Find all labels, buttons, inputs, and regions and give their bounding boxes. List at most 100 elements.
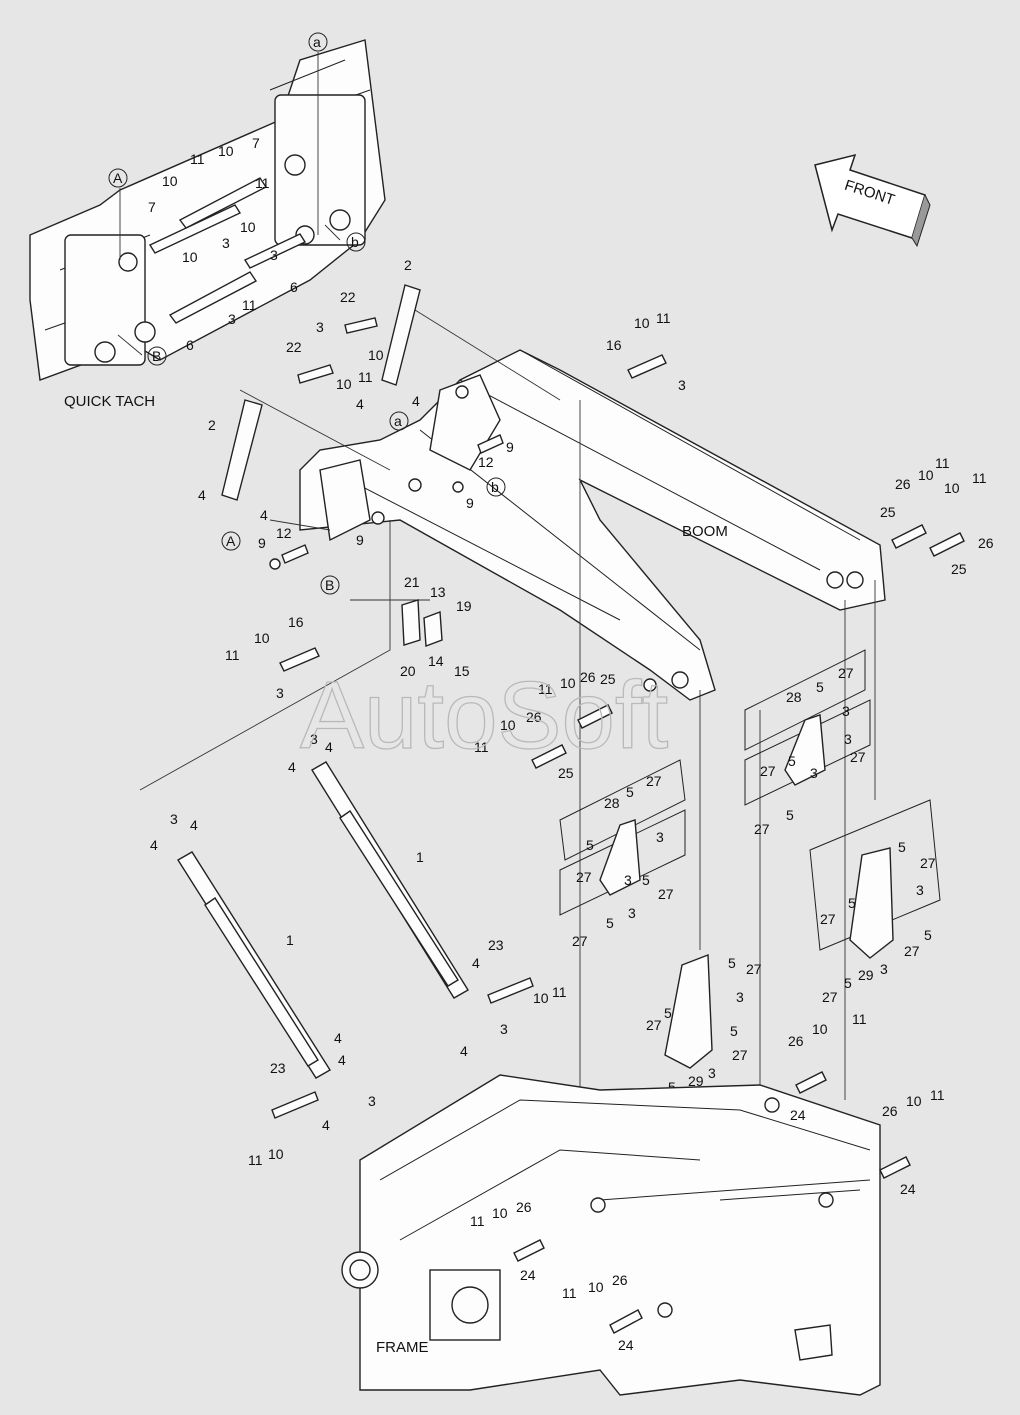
svg-text:27: 27 xyxy=(754,821,770,837)
svg-text:3: 3 xyxy=(628,905,636,921)
svg-text:3: 3 xyxy=(656,829,664,845)
svg-text:3: 3 xyxy=(916,882,924,898)
quick-tach-caption: QUICK TACH xyxy=(64,393,155,410)
svg-text:4: 4 xyxy=(150,837,158,853)
svg-text:5: 5 xyxy=(730,1023,738,1039)
svg-text:5: 5 xyxy=(898,839,906,855)
svg-text:27: 27 xyxy=(732,1047,748,1063)
svg-text:12: 12 xyxy=(478,454,494,470)
svg-text:10: 10 xyxy=(240,219,256,235)
svg-text:7: 7 xyxy=(252,135,260,151)
svg-text:21: 21 xyxy=(404,574,420,590)
svg-text:5: 5 xyxy=(786,807,794,823)
svg-text:10: 10 xyxy=(906,1093,922,1109)
lift-cylinders: 1 1 3 4 4 3 4 4 23 4 10 11 3 4 23 4 4 3 … xyxy=(150,731,567,1168)
frame-caption: FRAME xyxy=(376,1339,429,1356)
svg-text:3: 3 xyxy=(844,731,852,747)
svg-text:10: 10 xyxy=(812,1021,828,1037)
svg-text:10: 10 xyxy=(492,1205,508,1221)
svg-text:1: 1 xyxy=(286,932,294,948)
svg-text:4: 4 xyxy=(338,1052,346,1068)
svg-text:11: 11 xyxy=(656,310,671,326)
svg-text:5: 5 xyxy=(626,784,634,800)
svg-text:2: 2 xyxy=(404,257,412,273)
svg-text:11: 11 xyxy=(552,984,567,1000)
svg-text:5: 5 xyxy=(642,872,650,888)
callout-a-top: a xyxy=(313,34,321,50)
svg-text:5: 5 xyxy=(816,679,824,695)
svg-text:26: 26 xyxy=(882,1103,898,1119)
svg-text:12: 12 xyxy=(276,525,292,541)
svg-text:6: 6 xyxy=(290,279,298,295)
svg-text:27: 27 xyxy=(646,1017,662,1033)
svg-text:26: 26 xyxy=(516,1199,532,1215)
svg-text:3: 3 xyxy=(880,961,888,977)
svg-text:23: 23 xyxy=(270,1060,286,1076)
svg-text:3: 3 xyxy=(228,311,236,327)
svg-text:25: 25 xyxy=(600,671,616,687)
svg-text:10: 10 xyxy=(162,173,178,189)
boom-caption: BOOM xyxy=(682,523,728,540)
svg-text:4: 4 xyxy=(322,1117,330,1133)
svg-text:27: 27 xyxy=(576,869,592,885)
svg-text:3: 3 xyxy=(368,1093,376,1109)
svg-text:11: 11 xyxy=(538,681,553,697)
svg-text:11: 11 xyxy=(190,151,205,167)
svg-text:27: 27 xyxy=(572,933,588,949)
frame-assembly: FRAME 11 10 26 24 11 10 26 24 26 10 11 2… xyxy=(341,1011,945,1396)
callout-B-top: B xyxy=(152,348,161,364)
svg-text:10: 10 xyxy=(560,675,576,691)
svg-text:10: 10 xyxy=(182,249,198,265)
watermark: AutoSoft xyxy=(300,662,668,769)
svg-text:10: 10 xyxy=(336,376,352,392)
svg-text:27: 27 xyxy=(746,961,762,977)
svg-text:10: 10 xyxy=(588,1279,604,1295)
svg-text:15: 15 xyxy=(454,663,470,679)
svg-text:25: 25 xyxy=(951,561,967,577)
svg-text:4: 4 xyxy=(288,759,296,775)
svg-text:10: 10 xyxy=(634,315,650,331)
boom-labels: 2 22 3 10 22 10 11 4 4 a 2 4 4 A 12 9 9 … xyxy=(198,257,686,701)
svg-text:25: 25 xyxy=(880,504,896,520)
svg-text:5: 5 xyxy=(606,915,614,931)
svg-text:29: 29 xyxy=(688,1073,704,1089)
svg-text:3: 3 xyxy=(276,685,284,701)
svg-text:4: 4 xyxy=(198,487,206,503)
svg-text:27: 27 xyxy=(760,763,776,779)
svg-text:3: 3 xyxy=(678,377,686,393)
svg-text:10: 10 xyxy=(944,480,960,496)
svg-text:28: 28 xyxy=(604,795,620,811)
svg-text:14: 14 xyxy=(428,653,444,669)
svg-text:3: 3 xyxy=(500,1021,508,1037)
svg-text:20: 20 xyxy=(400,663,416,679)
svg-text:11: 11 xyxy=(562,1285,577,1301)
svg-text:3: 3 xyxy=(842,703,850,719)
svg-text:4: 4 xyxy=(260,507,268,523)
svg-text:5: 5 xyxy=(844,975,852,991)
svg-text:10: 10 xyxy=(268,1146,284,1162)
svg-text:26: 26 xyxy=(895,476,911,492)
svg-text:3: 3 xyxy=(170,811,178,827)
svg-text:28: 28 xyxy=(786,689,802,705)
svg-text:5: 5 xyxy=(728,955,736,971)
svg-text:3: 3 xyxy=(736,989,744,1005)
svg-text:27: 27 xyxy=(838,665,854,681)
svg-text:3: 3 xyxy=(310,731,318,747)
svg-text:26: 26 xyxy=(580,669,596,685)
svg-text:11: 11 xyxy=(248,1152,263,1168)
svg-text:11: 11 xyxy=(930,1087,945,1103)
svg-text:11: 11 xyxy=(358,369,373,385)
svg-text:4: 4 xyxy=(412,393,420,409)
svg-text:5: 5 xyxy=(664,1005,672,1021)
svg-text:3: 3 xyxy=(624,872,632,888)
svg-text:26: 26 xyxy=(978,535,994,551)
svg-text:5: 5 xyxy=(668,1079,676,1095)
svg-text:3: 3 xyxy=(316,319,324,335)
boom-right-labels: 11 10 26 10 11 25 26 25 11 10 26 25 10 2… xyxy=(474,455,994,781)
svg-text:9: 9 xyxy=(356,532,364,548)
svg-text:B: B xyxy=(325,577,334,593)
svg-text:27: 27 xyxy=(658,886,674,902)
svg-text:27: 27 xyxy=(850,749,866,765)
svg-text:10: 10 xyxy=(533,990,549,1006)
svg-text:3: 3 xyxy=(222,235,230,251)
